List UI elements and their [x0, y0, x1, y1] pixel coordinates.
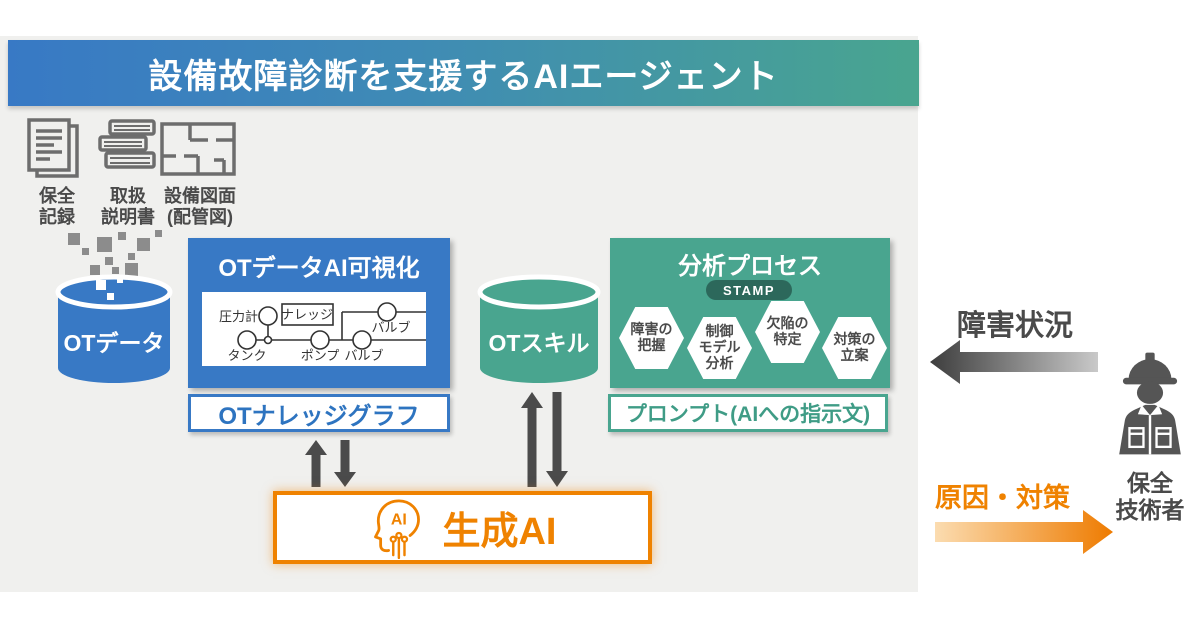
- source-label: 保全 記録: [39, 186, 75, 227]
- database-icon: [477, 274, 601, 383]
- cause-action-arrow: [935, 510, 1113, 554]
- step-label: 障害の 把握: [630, 321, 673, 353]
- source-equipment-drawing: 設備図面 (配管図): [158, 116, 242, 227]
- analysis-process-title: 分析プロセス: [678, 253, 822, 280]
- knowledge-graph-panel: 圧力計 ナレッジ バルブ タンク ポンプ バルブ: [202, 292, 426, 366]
- prompt-caption: プロンプト(AIへの指示文): [608, 394, 888, 432]
- ot-data-database: OTデータ: [55, 274, 173, 386]
- books-icon: [98, 119, 156, 169]
- knowledge-graph-diagram: 圧力計 ナレッジ バルブ タンク ポンプ バルブ: [219, 302, 426, 363]
- page-title: 設備故障診断を支援するAIエージェント: [148, 57, 779, 96]
- source-label: 設備図面 (配管図): [164, 186, 236, 227]
- caption-text: OTナレッジグラフ: [218, 402, 420, 430]
- source-instruction-manual: 取扱 説明書: [94, 116, 162, 227]
- ot-knowledge-graph-caption: OTナレッジグラフ: [188, 394, 450, 432]
- ot-skill-label: OTスキル: [488, 330, 590, 356]
- source-label: 取扱 説明書: [101, 186, 155, 227]
- node-label-valve-bottom: バルブ: [344, 348, 383, 363]
- ot-visualization-box: OTデータAI可視化 圧力計 ナレッジ バルブ: [188, 238, 450, 388]
- engineer-label: 保全 技術者: [1115, 470, 1185, 524]
- node-label-valve-top: バルブ: [371, 320, 410, 335]
- down-arrow-icon: [546, 392, 568, 487]
- worker-icon: [1119, 352, 1181, 455]
- caption-text: プロンプト(AIへの指示文): [625, 403, 871, 426]
- ot-data-label: OTデータ: [63, 330, 165, 356]
- title-banner: 設備故障診断を支援するAIエージェント: [8, 40, 919, 106]
- down-arrow-icon: [334, 440, 356, 487]
- data-dots-decoration: [68, 230, 162, 276]
- step-label: 対策の 立案: [833, 331, 876, 363]
- ot-skill-database: OTスキル: [477, 274, 601, 386]
- node-label-tank: タンク: [227, 348, 266, 363]
- node-label-pump: ポンプ: [301, 348, 340, 363]
- step-label: 欠陥の 特定: [766, 315, 809, 347]
- node-label-knowledge: ナレッジ: [281, 307, 333, 322]
- fault-status-label: 障害状況: [956, 310, 1073, 342]
- ai-icon-text: AI: [391, 511, 407, 528]
- node-label-pressure-gauge: 圧力計: [219, 309, 258, 324]
- stamp-badge: STAMP: [706, 280, 792, 300]
- document-icon: [27, 118, 79, 178]
- blueprint-icon: [160, 122, 236, 176]
- cause-action-label: 原因・対策: [935, 483, 1070, 513]
- up-arrow-icon: [521, 392, 543, 487]
- generative-ai-box: AI 生成AI: [273, 491, 652, 564]
- ot-visualization-title: OTデータAI可視化: [218, 255, 420, 282]
- source-maintenance-records: 保全 記録: [20, 116, 94, 227]
- fault-status-arrow: [930, 340, 1098, 384]
- up-arrow-icon: [305, 440, 327, 487]
- generative-ai-label: 生成AI: [442, 511, 557, 553]
- step-label: 制御 モデル 分析: [698, 323, 741, 371]
- database-icon: [55, 274, 173, 383]
- ai-head-icon: AI: [374, 498, 421, 559]
